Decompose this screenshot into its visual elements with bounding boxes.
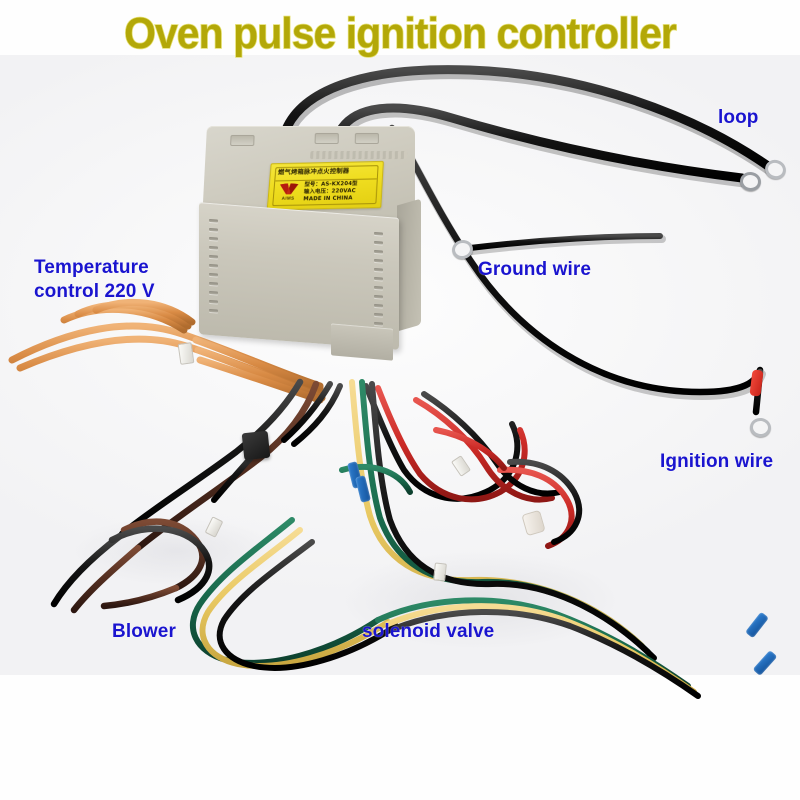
vent-grille-right <box>369 231 385 326</box>
callout-loop: loop <box>718 107 759 128</box>
zip-tie <box>177 342 195 365</box>
product-label: 燃气烤箱脉冲点火控制器 AIMS 型号：AS-KX204型 输入电压：220VA… <box>266 160 384 211</box>
brand-logo: AIMS <box>274 183 302 204</box>
top-connector-slot <box>314 132 339 144</box>
blower-wire-group <box>50 378 320 614</box>
page-title: Oven pulse ignition controller <box>123 8 677 59</box>
label-origin: MADE IN CHINA <box>303 195 353 203</box>
brand-name: AIMS <box>281 195 295 201</box>
blower-black-connector <box>241 430 271 461</box>
top-connector-slot <box>230 134 255 146</box>
callout-ignition-wire: Ignition wire <box>660 451 774 472</box>
top-connector-slot <box>354 132 379 144</box>
igniter-lead-group <box>363 383 583 549</box>
loop-ring-terminal <box>738 170 763 193</box>
zip-tie <box>433 562 447 582</box>
callout-solenoid-valve: solenoid valve <box>362 621 495 642</box>
ignition-controller-device: 燃气烤箱脉冲点火控制器 AIMS 型号：AS-KX204型 输入电压：220VA… <box>199 126 439 381</box>
bottom-wire-connector <box>331 323 393 361</box>
ground-wire-group <box>467 233 666 255</box>
loop-wire-group <box>280 65 776 188</box>
callout-ground-wire: Ground wire <box>478 259 591 280</box>
callout-blower: Blower <box>112 621 176 642</box>
device-side-face <box>397 198 421 332</box>
vent-grille-left <box>209 218 225 313</box>
embossed-text-strip <box>309 151 408 160</box>
ignition-ring-terminal <box>749 416 772 439</box>
flame-logo-icon <box>279 183 298 195</box>
label-spec-lines: 型号：AS-KX204型 输入电压：220VAC MADE IN CHINA <box>303 180 378 204</box>
callout-temperature-control: Temperature control 220 V <box>34 257 155 302</box>
